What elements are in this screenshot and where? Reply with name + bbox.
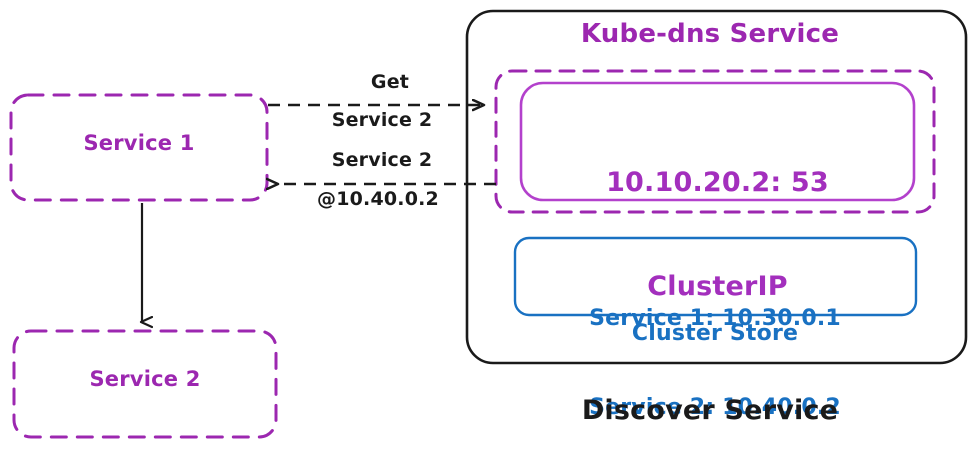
clusterip-box[interactable] bbox=[519, 81, 916, 202]
cluster-store-entries: Service 1: 10.30.0.1 Service 2: 10.40.0.… bbox=[514, 245, 916, 455]
service1-box[interactable] bbox=[9, 93, 269, 202]
response-arrow-label-line1: Service 2 bbox=[331, 149, 433, 171]
clusterip-type: ClusterIP bbox=[647, 270, 788, 302]
cluster-store-entry: Service 2: 10.40.0.2 bbox=[589, 395, 841, 421]
clusterip-content: 10.10.20.2: 53 ClusterIP bbox=[520, 97, 915, 373]
cluster-store-box[interactable] bbox=[513, 236, 918, 317]
clusterip-address: 10.10.20.2: 53 bbox=[606, 167, 829, 199]
request-arrow-label-line1: Get bbox=[370, 71, 410, 93]
cluster-container-box bbox=[465, 9, 968, 365]
service2-label: Service 2 bbox=[89, 367, 201, 391]
kube-dns-title: Kube-dns Service bbox=[580, 19, 840, 49]
diagram-title: Discover Service bbox=[581, 395, 839, 426]
request-arrow-label-line2: Service 2 bbox=[331, 109, 433, 131]
response-arrow-label-line2: @10.40.0.2 bbox=[317, 188, 439, 210]
service2-box[interactable] bbox=[12, 329, 278, 439]
service1-label: Service 1 bbox=[83, 131, 195, 155]
cluster-store-label: Cluster Store bbox=[631, 321, 799, 346]
kube-dns-box[interactable] bbox=[494, 69, 936, 214]
cluster-store-entry: Service 1: 10.30.0.1 bbox=[589, 306, 841, 332]
